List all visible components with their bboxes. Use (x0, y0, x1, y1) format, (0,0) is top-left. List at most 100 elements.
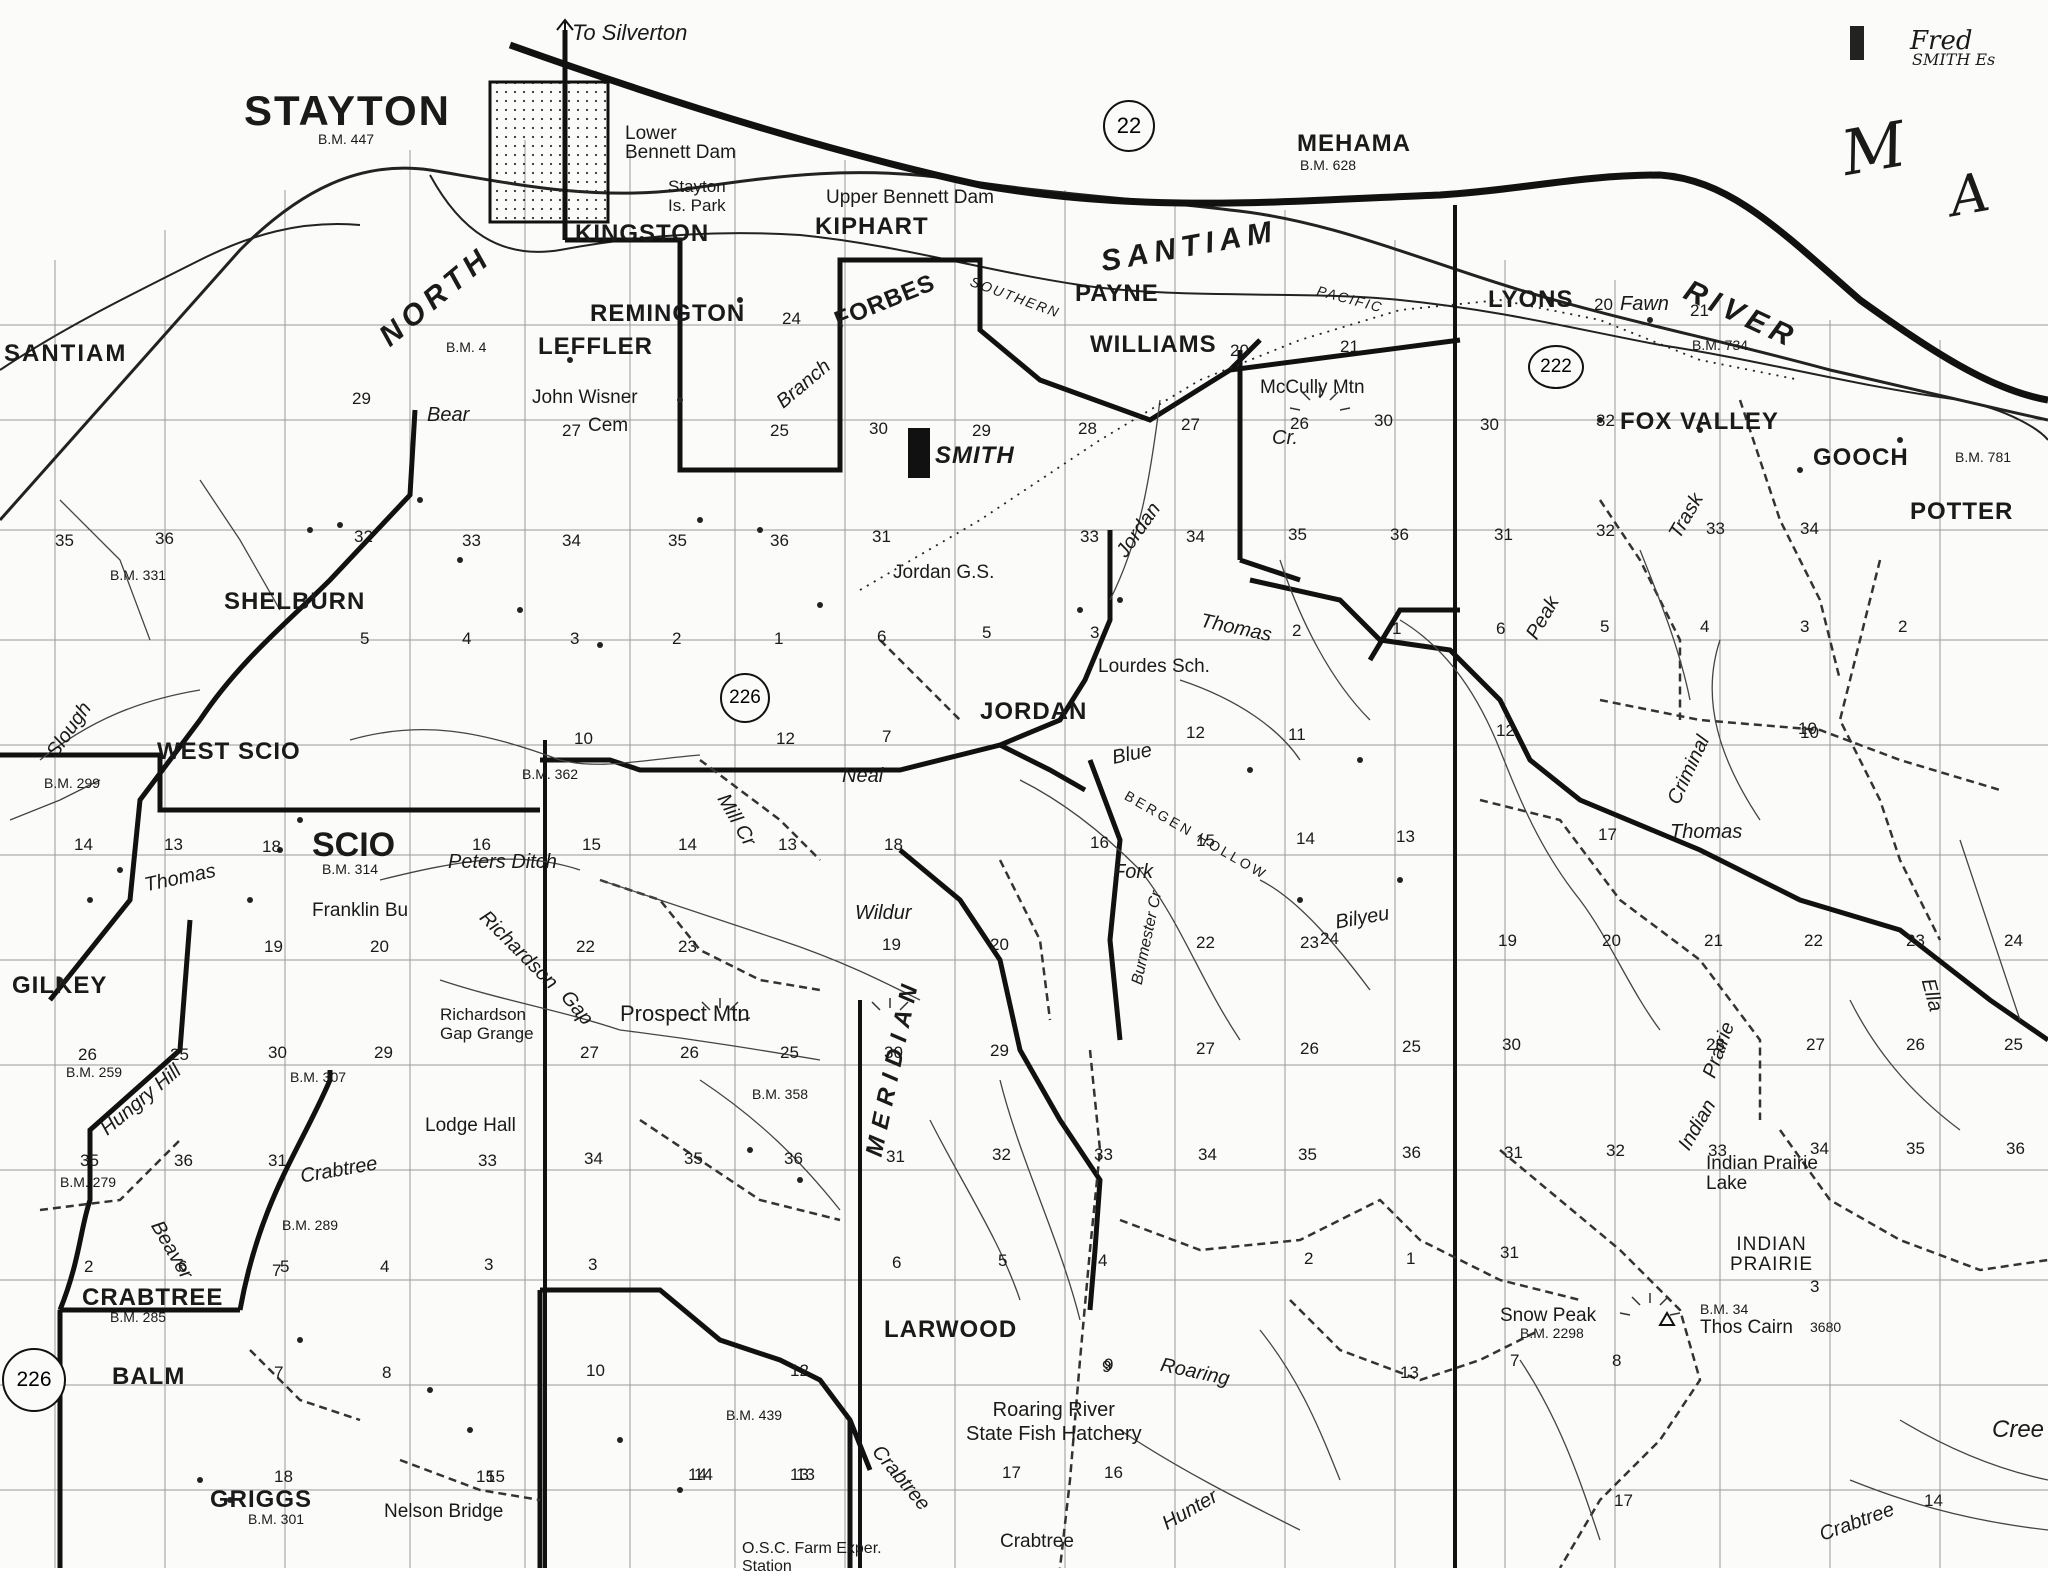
route-226-shield-sw: 226 (2, 1348, 66, 1412)
section-number: 3 (1810, 1277, 1820, 1296)
bm-jordan: B.M. 362 (522, 766, 579, 782)
route-226-shield: 226 (720, 673, 770, 723)
section-number: 33 (1706, 519, 1725, 538)
section-number: 36 (2006, 1139, 2025, 1158)
lodge-hall-label: Lodge Hall (425, 1115, 516, 1136)
river-santiam-left: SANTIAM (4, 340, 128, 367)
building-dots (57, 297, 1903, 1503)
bm-larwood: B.M. 439 (726, 1407, 783, 1423)
stayton-is-park: Stayton Is. Park (668, 177, 726, 215)
section-number: 28 (1706, 1035, 1725, 1054)
prospect-mtn-label: Prospect Mtn (620, 1001, 750, 1026)
section-number: 9 (1104, 1355, 1114, 1374)
bm-mehama: B.M. 628 (1300, 157, 1357, 173)
route-222-shield: 222 (1528, 345, 1584, 389)
town-gooch: GOOCH (1813, 444, 1909, 471)
section-number: 19 (882, 935, 901, 954)
section-number: 36 (1390, 525, 1409, 544)
section-number: 20 (1594, 295, 1613, 314)
stayton-city-limits (488, 80, 610, 224)
section-grid (0, 140, 2048, 1568)
section-number: 24 (2004, 931, 2023, 950)
section-number: 5 (1600, 617, 1610, 636)
lourdes-sch-label: Lourdes Sch. (1098, 656, 1210, 677)
section-number: 7 (274, 1363, 284, 1382)
snow-peak-triangle (1658, 1311, 1676, 1326)
section-number: 19 (264, 937, 283, 956)
town-mehama: MEHAMA (1297, 130, 1411, 157)
section-number: 30 (884, 1043, 903, 1062)
section-number: 21 (1690, 301, 1709, 320)
section-number: 32 (1606, 1141, 1625, 1160)
nelson-bridge-label: Nelson Bridge (384, 1501, 504, 1522)
section-number: 8 (1612, 1351, 1622, 1370)
highway-22 (508, 41, 2048, 404)
section-number: 31 (1500, 1243, 1519, 1262)
section-number: 9 (1102, 1357, 1112, 1376)
section-number: 28 (1078, 419, 1097, 438)
stream-fawn: Fawn (1620, 293, 1669, 315)
section-number: 32 (1596, 411, 1615, 430)
section-number: 30 (1374, 411, 1393, 430)
section-number: 8 (382, 1363, 392, 1382)
section-number: 32 (354, 527, 373, 546)
section-number: 16 (1090, 833, 1109, 852)
bm-cairn-2: 3680 (1810, 1319, 1842, 1335)
section-number: 10 (1798, 719, 1817, 738)
section-number: 5 (982, 623, 992, 642)
section-number: 27 (1806, 1035, 1825, 1054)
section-number: 7 (1510, 1351, 1520, 1370)
lower-bennett-dam: Lower Bennett Dam (625, 123, 736, 163)
stream-thomas-e: Thomas (1670, 821, 1743, 843)
section-number: 35 (55, 531, 74, 550)
section-number: 12 (1186, 723, 1205, 742)
town-balm: BALM (112, 1363, 186, 1390)
indian-prairie-lake-label: Indian Prairie Lake (1706, 1153, 1818, 1194)
town-crabtree: CRABTREE (82, 1284, 224, 1311)
section-number: 29 (374, 1043, 393, 1062)
bm-lodge: B.M. 289 (282, 1217, 339, 1233)
section-number: 11 (1288, 725, 1306, 744)
section-number: 10 (1800, 723, 1819, 742)
bm-prospect: B.M. 358 (752, 1086, 809, 1102)
section-number: 30 (1502, 1035, 1521, 1054)
bm-snow-peak: B.M. 2298 (1520, 1325, 1584, 1341)
section-number: 1 (774, 629, 784, 648)
town-fox-valley: FOX VALLEY (1620, 408, 1779, 435)
section-number: 33 (478, 1151, 497, 1170)
section-number: 23 (1906, 931, 1925, 950)
section-number: 23 (678, 937, 697, 956)
section-number: 16 (472, 835, 491, 854)
section-number: 19 (1498, 931, 1517, 950)
section-number: 34 (1800, 519, 1819, 538)
section-number: 25 (770, 421, 789, 440)
section-number: 33 (1080, 527, 1099, 546)
section-number: 10 (586, 1361, 605, 1380)
jordan-gs-label: Jordan G.S. (893, 562, 995, 583)
section-number: 34 (584, 1149, 603, 1168)
section-number: 25 (170, 1045, 189, 1064)
section-number: 2 (84, 1257, 94, 1276)
town-lyons: LYONS (1488, 286, 1574, 313)
section-number: 25 (780, 1043, 799, 1062)
town-kiphart: KIPHART (815, 213, 929, 240)
section-number: 14 (678, 835, 697, 854)
snow-peak-label: Snow Peak (1500, 1305, 1597, 1326)
section-number: 26 (1300, 1039, 1319, 1058)
section-number: 30 (268, 1043, 287, 1062)
section-number: 33 (1708, 1141, 1727, 1160)
section-number: 26 (78, 1045, 97, 1064)
label-smith: SMITH (935, 442, 1015, 469)
section-number: 13 (778, 835, 797, 854)
stream-cr-label: Cr. (1272, 427, 1298, 449)
section-number: 5 (360, 629, 370, 648)
section-number: 21 (1704, 931, 1723, 950)
streams (9, 399, 2048, 1541)
bm-griggs: B.M. 301 (248, 1511, 305, 1527)
section-number: 13 (796, 1465, 815, 1484)
route-22-shield: 22 (1103, 100, 1155, 152)
section-number: 30 (1480, 415, 1499, 434)
section-number: 31 (872, 527, 891, 546)
town-jordan: JORDAN (980, 698, 1088, 725)
